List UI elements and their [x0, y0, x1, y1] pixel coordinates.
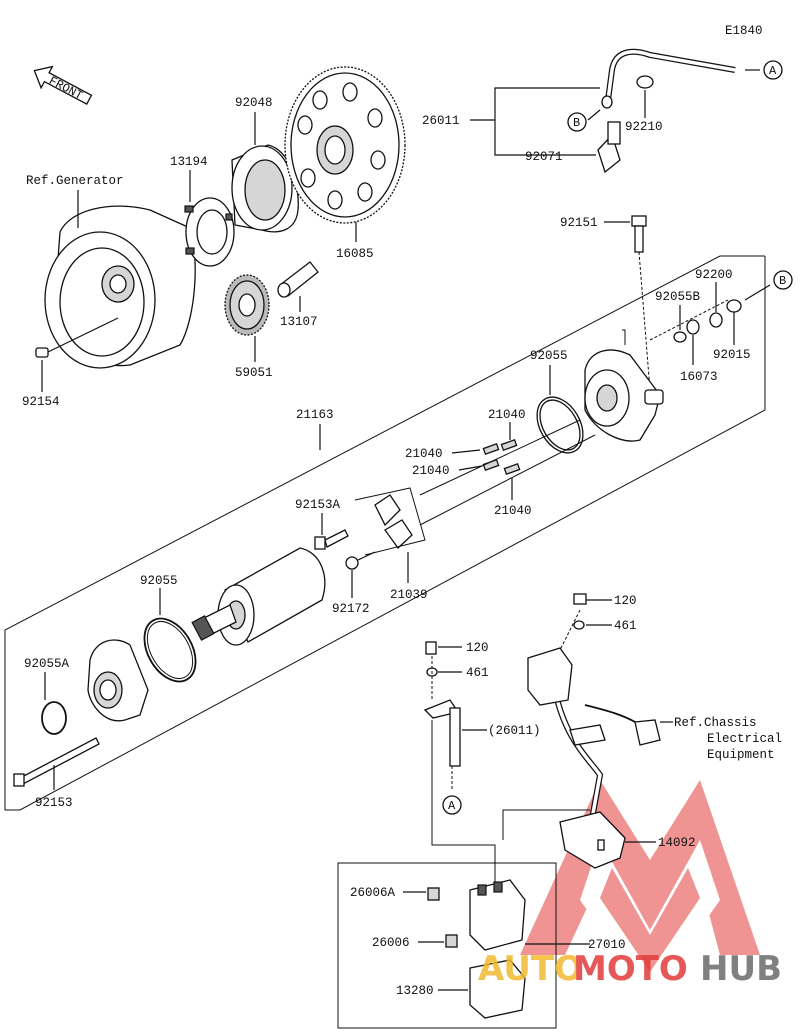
screw-92153a — [314, 529, 349, 550]
shaft-13107 — [277, 261, 319, 298]
label-13280: 13280 — [396, 984, 434, 998]
label-14092: 14092 — [658, 836, 696, 850]
label-27010: 27010 — [588, 938, 626, 952]
svg-text:A: A — [448, 799, 456, 813]
brush-holder-21039 — [374, 494, 413, 549]
one-way-clutch-13194 — [184, 197, 235, 267]
label-ref-generator: Ref.Generator — [26, 174, 124, 188]
label-92055-lower: 92055 — [140, 574, 178, 588]
connector-a-bottom — [442, 795, 462, 815]
watermark-text: AUTO MOTO HUB — [478, 949, 782, 989]
o-ring-92055a — [41, 701, 67, 735]
svg-text:B: B — [779, 274, 786, 288]
washer-92055b — [673, 331, 687, 343]
washer-92200 — [709, 312, 723, 328]
label-461-right: 461 — [614, 619, 637, 633]
label-21040-b: 21040 — [405, 447, 443, 461]
idle-gear-59051 — [224, 274, 270, 336]
front-label: FRONT — [47, 74, 85, 103]
svg-text:AUTO: AUTO — [478, 949, 583, 989]
label-120-right: 120 — [614, 594, 637, 608]
label-26006a: 26006A — [350, 886, 396, 900]
label-21039: 21039 — [390, 588, 428, 602]
o-ring-92055-upper — [536, 396, 584, 454]
o-ring-92055-lower — [143, 617, 197, 683]
through-bolt-92153 — [13, 737, 100, 787]
nut-16073 — [686, 319, 700, 335]
label-21040-c: 21040 — [412, 464, 450, 478]
label-461-left: 461 — [466, 666, 489, 680]
clutch-housing-92048 — [231, 144, 299, 233]
washer-461-right — [573, 620, 585, 630]
relay-cover-14092 — [559, 811, 626, 869]
label-92055-upper: 92055 — [530, 349, 568, 363]
label-ref-chassis-2: Electrical — [707, 732, 782, 746]
label-21040-d: 21040 — [494, 504, 532, 518]
label-26011: 26011 — [422, 114, 460, 128]
label-92151: 92151 — [560, 216, 598, 230]
screw-92154 — [35, 317, 119, 358]
diagram-code: E1840 — [725, 24, 763, 38]
label-59051: 59051 — [235, 366, 273, 380]
starter-gear-16085 — [284, 66, 406, 224]
relay-box-outline — [337, 862, 557, 1029]
svg-text:A: A — [769, 64, 777, 78]
cable-26011-ref — [423, 699, 461, 767]
connector-b-top — [567, 112, 587, 132]
generator-rotor — [44, 205, 196, 369]
fuse-26006a — [427, 887, 440, 901]
bolt-92151 — [631, 215, 647, 253]
starter-cable-26011 — [597, 48, 736, 174]
front-arrow-icon: FRONT — [33, 65, 93, 105]
label-26006: 26006 — [372, 936, 410, 950]
starter-relay-27010 — [469, 879, 526, 951]
label-13107: 13107 — [280, 315, 318, 329]
label-92055a: 92055A — [24, 657, 70, 671]
label-16073: 16073 — [680, 370, 718, 384]
label-92015: 92015 — [713, 348, 751, 362]
svg-text:B: B — [573, 116, 580, 130]
fuse-26006 — [445, 934, 458, 948]
connector-a-top — [763, 60, 783, 80]
relay-bracket-13280 — [469, 959, 526, 1019]
nut-92210 — [636, 75, 654, 89]
label-92153: 92153 — [35, 796, 73, 810]
label-ref-chassis-3: Equipment — [707, 748, 775, 762]
label-92154: 92154 — [22, 395, 60, 409]
label-120-left: 120 — [466, 641, 489, 655]
svg-text:MOTO: MOTO — [573, 949, 688, 989]
label-16085: 16085 — [336, 247, 374, 261]
battery-cable-right — [527, 647, 661, 831]
label-92055b: 92055B — [655, 290, 701, 304]
brush-springs-21040 — [482, 438, 521, 476]
bolt-120-left — [425, 641, 437, 655]
label-26011-ref: (26011) — [488, 724, 541, 738]
label-92200: 92200 — [695, 268, 733, 282]
starter-assembly-outline — [4, 255, 766, 811]
label-92048: 92048 — [235, 96, 273, 110]
label-92153a: 92153A — [295, 498, 341, 512]
label-92210: 92210 — [625, 120, 663, 134]
nut-92015 — [726, 299, 742, 313]
svg-text:HUB: HUB — [700, 949, 782, 989]
starter-yoke — [191, 547, 326, 646]
bolt-120-right — [573, 593, 587, 605]
connector-b-right — [773, 270, 793, 290]
label-92172: 92172 — [332, 602, 370, 616]
end-cover — [584, 349, 664, 442]
label-13194: 13194 — [170, 155, 208, 169]
label-21040-a: 21040 — [488, 408, 526, 422]
screw-92172 — [345, 556, 359, 570]
label-21163: 21163 — [296, 408, 334, 422]
front-cover — [87, 639, 149, 722]
label-ref-chassis-1: Ref.Chassis — [674, 716, 757, 730]
label-92071: 92071 — [525, 150, 563, 164]
